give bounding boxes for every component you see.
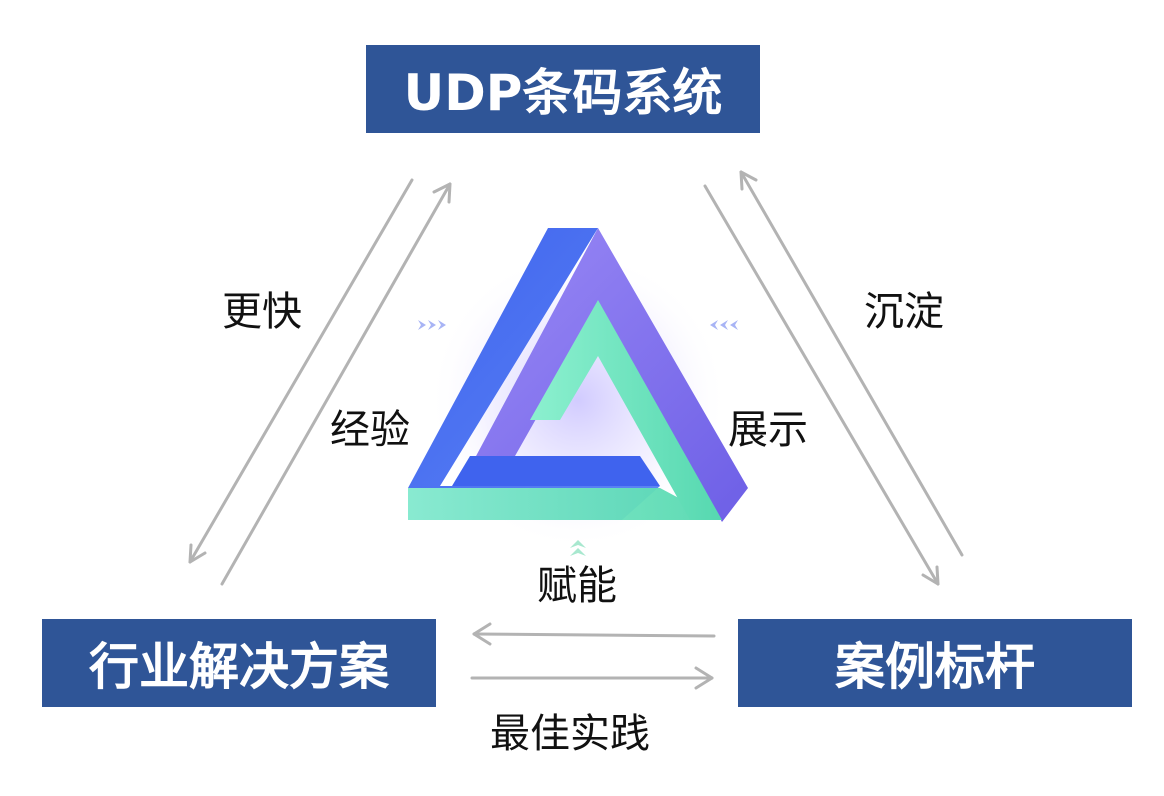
node-industry-solution: 行业解决方案: [42, 619, 436, 707]
arrow-right-down: [703, 184, 940, 586]
label-showcase: 展示: [728, 407, 808, 453]
arrow-bottom-right: [470, 666, 714, 690]
label-empower: 赋能: [537, 563, 617, 609]
label-best-practice: 最佳实践: [490, 711, 650, 757]
arrow-bottom-left: [472, 622, 716, 646]
impossible-triangle-icon: [408, 228, 748, 522]
chevron-up-icon: [570, 540, 586, 556]
node-industry-solution-label: 行业解决方案: [89, 638, 389, 696]
triangle-green-base: [408, 488, 720, 520]
triangle-green-band: [530, 300, 722, 520]
label-precipitate: 沉淀: [864, 289, 944, 335]
arrow-right-up: [739, 170, 964, 557]
node-case-benchmark: 案例标杆: [738, 619, 1132, 707]
node-udp-system: UDP条码系统: [366, 45, 760, 133]
chevron-left-icon: [710, 320, 738, 330]
triangle-purple-band: [460, 228, 748, 522]
label-experience: 经验: [330, 407, 410, 453]
arrow-left-up: [220, 182, 452, 586]
node-case-benchmark-label: 案例标杆: [835, 638, 1035, 696]
arrow-left-down: [188, 178, 414, 564]
chevron-right-icon: [418, 320, 446, 330]
triangle-inner-bar: [452, 456, 660, 486]
label-faster: 更快: [222, 289, 302, 335]
node-udp-system-label: UDP条码系统: [403, 64, 723, 122]
